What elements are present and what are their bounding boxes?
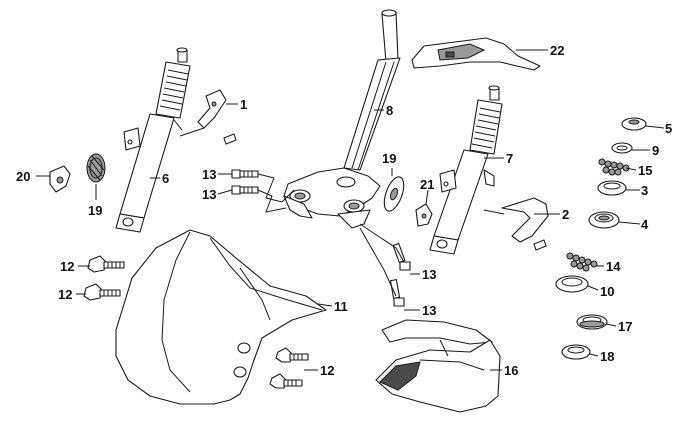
callout-19-right: 19 [382, 151, 396, 166]
leader-lines [36, 49, 665, 371]
callout-13-b: 13 [202, 187, 216, 202]
part-10-race [555, 275, 589, 293]
callout-labels: 1 2 3 4 5 6 7 8 9 10 11 12 12 12 13 13 1… [16, 43, 672, 378]
callout-13-a: 13 [202, 167, 216, 182]
part-16-cover [375, 319, 501, 413]
callout-21: 21 [420, 177, 434, 192]
callout-14: 14 [606, 259, 621, 274]
callout-18: 18 [600, 349, 614, 364]
callout-13-c: 13 [422, 267, 436, 282]
callout-17: 17 [618, 319, 632, 334]
part-9-washer [611, 142, 633, 154]
part-12-bolts [83, 255, 309, 389]
part-19-reflector-left [86, 153, 106, 183]
part-15-balls [598, 158, 630, 176]
callout-4: 4 [641, 217, 649, 232]
part-21-clip [415, 203, 433, 227]
callout-16: 16 [504, 363, 518, 378]
callout-19-left: 19 [88, 203, 102, 218]
callout-22: 22 [550, 43, 564, 58]
callout-1: 1 [240, 97, 247, 112]
part-5-nut [621, 117, 647, 131]
callout-12-lower: 12 [58, 287, 72, 302]
part-8-steering-stem [283, 9, 401, 229]
callout-12-right: 12 [320, 363, 334, 378]
part-13-bolts [231, 169, 411, 307]
callout-13-d: 13 [422, 303, 436, 318]
callout-6: 6 [162, 171, 169, 186]
part-6-left-fork [115, 47, 191, 233]
callout-9: 9 [652, 143, 659, 158]
callout-8: 8 [386, 103, 393, 118]
part-19-disc-right [383, 176, 405, 212]
callout-11: 11 [334, 299, 348, 314]
callout-20: 20 [16, 169, 30, 184]
part-17-race [576, 314, 608, 330]
callout-10: 10 [600, 284, 614, 299]
part-3-race [597, 180, 627, 196]
part-22-cover [411, 37, 541, 71]
part-18-race [561, 344, 591, 360]
part-2-bracket [483, 197, 549, 251]
part-4-race [588, 211, 620, 229]
callout-7: 7 [506, 151, 513, 166]
part-7-right-fork [429, 85, 503, 255]
callout-2: 2 [562, 207, 569, 222]
callout-12-upper: 12 [60, 259, 74, 274]
callout-3: 3 [641, 183, 648, 198]
callout-5: 5 [665, 121, 672, 136]
callout-15: 15 [638, 163, 652, 178]
part-1-bracket [179, 89, 237, 145]
part-14-balls [566, 252, 598, 272]
part-11-fender [115, 229, 327, 405]
part-20-clip [49, 165, 71, 193]
